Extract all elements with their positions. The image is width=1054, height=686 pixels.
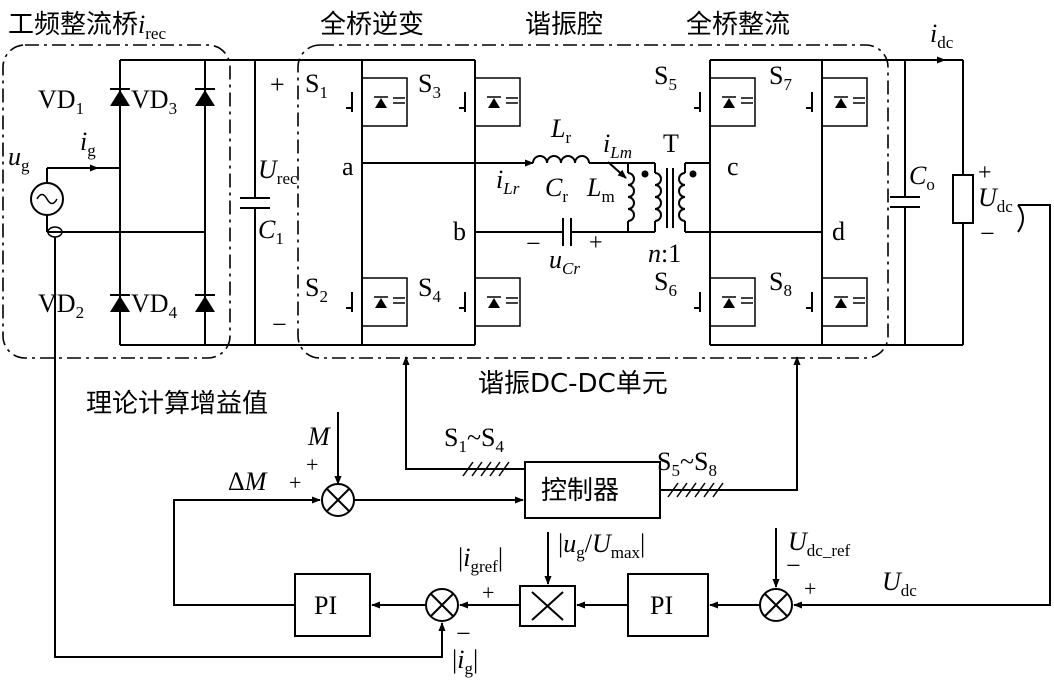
gain-theory-label: 理论计算增益值	[86, 389, 268, 419]
dc-link	[205, 59, 340, 346]
switch-s6-symbol	[694, 277, 756, 327]
diode-vd3-symbol	[195, 90, 215, 106]
lr-label: Lr	[550, 114, 571, 147]
s5-s8-label: S5~S8	[657, 447, 717, 480]
switch-s5-label: S5	[654, 61, 677, 94]
switch-s2-label: S2	[305, 273, 328, 306]
output-bridge	[709, 59, 905, 346]
co-label: Co	[909, 161, 935, 194]
idc-label: idc	[930, 19, 954, 52]
dc-link-minus: −	[272, 310, 287, 339]
voltage-summer-plus: +	[804, 576, 816, 601]
igref-label: |igref|	[458, 543, 503, 576]
c1-label: C1	[258, 215, 284, 248]
voltage-summer-icon	[759, 588, 793, 622]
load-resistor-symbol	[952, 174, 974, 224]
ug-umax-label: |ug/Umax|	[558, 529, 645, 562]
switch-s3-label: S3	[418, 69, 441, 102]
diode-vd1-symbol	[110, 90, 130, 106]
diode-vd1-label: VD1	[38, 85, 84, 118]
delta-m-label: ΔM	[228, 467, 268, 496]
current-pi-block	[294, 573, 371, 637]
switch-s4-label: S4	[418, 273, 441, 306]
udc-ref-label: Udc_ref	[788, 527, 851, 560]
ucr-minus: −	[526, 229, 541, 258]
dc-link-plus: +	[270, 70, 285, 99]
switch-s4-symbol	[459, 277, 521, 327]
current-pi-label: PI	[314, 591, 337, 620]
rectifier-title: 工频整流桥irec	[8, 10, 166, 43]
node-d-label: d	[832, 217, 845, 246]
ig-abs-label: |ig|	[452, 645, 478, 678]
resonant-tank-title: 谐振腔	[525, 10, 603, 40]
summer-dm-plus: +	[289, 470, 301, 495]
udc-minus: −	[980, 219, 995, 248]
source-current-label: ig	[80, 127, 96, 160]
switch-s5-symbol	[694, 77, 756, 127]
current-summer-minus: −	[456, 619, 471, 648]
output-rectifier-title: 全桥整流	[686, 10, 790, 40]
switch-s3-symbol	[459, 77, 521, 127]
diode-vd2-label: VD2	[38, 289, 84, 322]
switch-s6-label: S6	[654, 267, 677, 300]
switch-s1-symbol	[346, 77, 408, 127]
controller-block	[524, 461, 661, 519]
node-a-label: a	[342, 152, 354, 181]
diode-vd2-symbol	[110, 296, 130, 312]
voltage-summer-minus: −	[786, 551, 801, 580]
switch-s1-label: S1	[305, 69, 328, 102]
switch-s8-symbol	[806, 277, 868, 327]
magnetizing-inductor-symbol	[627, 172, 635, 222]
diode-bridge	[110, 59, 215, 346]
node-c-label: c	[727, 152, 739, 181]
dc-link-voltage-label: Urec	[258, 155, 298, 188]
ucr-plus: +	[589, 230, 603, 256]
switch-s2-symbol	[346, 277, 408, 327]
resonant-unit-title: 谐振DC-DC单元	[478, 369, 668, 399]
diode-vd4-symbol	[195, 296, 215, 312]
current-summer-plus: +	[482, 580, 494, 605]
ac-source	[30, 167, 205, 238]
s1-s4-label: S1~S4	[444, 423, 505, 456]
cr-label: Cr	[545, 173, 568, 206]
ilr-label: iLr	[496, 165, 520, 198]
lm-label: Lm	[586, 173, 615, 206]
ucr-label: uCr	[549, 245, 580, 278]
switch-s7-symbol	[806, 77, 868, 127]
source-voltage-label: ug	[8, 142, 30, 175]
rectifier-region-box	[2, 44, 231, 359]
switch-s8-label: S8	[769, 267, 792, 300]
transformer-label: T	[663, 129, 679, 158]
m-label: M	[307, 422, 331, 451]
turns-ratio-label: n:1	[648, 239, 681, 268]
gate-signal-hatches	[462, 461, 724, 498]
udc-plus: +	[978, 160, 992, 186]
inverter-title: 全桥逆变	[320, 10, 424, 40]
node-b-label: b	[453, 217, 466, 246]
switch-s7-label: S7	[769, 61, 792, 94]
ilm-label: iLm	[603, 129, 632, 162]
controller-label: 控制器	[541, 476, 619, 506]
udc-label: Udc	[978, 183, 1013, 216]
udc-feedback-label: Udc	[882, 567, 917, 600]
diode-vd4-label: VD4	[131, 289, 178, 322]
voltage-pi-label: PI	[650, 591, 673, 620]
output-filter	[890, 56, 1024, 346]
diode-vd3-label: VD3	[131, 85, 177, 118]
summer-m-plus: +	[306, 452, 318, 477]
inverter-region-box	[297, 44, 889, 359]
resonant-tank	[362, 155, 710, 246]
